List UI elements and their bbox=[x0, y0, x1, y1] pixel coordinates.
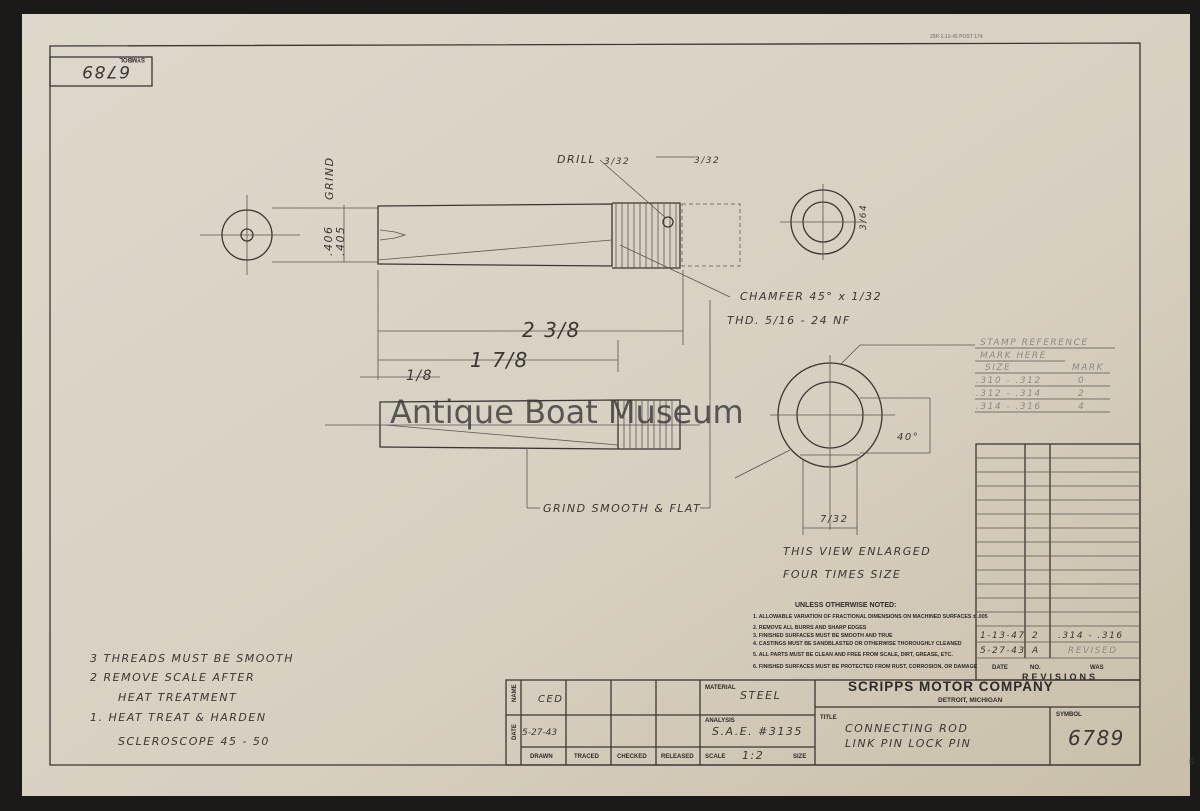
chamfer-label: CHAMFER 45° x 1/32 bbox=[740, 290, 882, 303]
symbol-box-label: SYMBOL bbox=[119, 56, 145, 62]
stamp-reference-table: STAMP REFERENCE MARK HERE SIZE MARK .310… bbox=[975, 338, 1115, 413]
paper bbox=[22, 14, 1190, 796]
symbol-box: 6789 SYMBOL bbox=[49, 56, 153, 87]
shop-notes-2: HEAT TREATMENT bbox=[118, 691, 237, 704]
stamp-reference-rows-0-0: .310 - .312 bbox=[976, 376, 1042, 386]
stamp-reference-rows-2-1: 4 bbox=[1078, 402, 1085, 412]
title-block-material-label: MATERIAL bbox=[705, 685, 736, 691]
enlarged-view bbox=[734, 344, 975, 535]
stamp-reference-rows-1-1: 2 bbox=[1078, 389, 1085, 399]
stamp-reference-rows-2-0: .314 - .316 bbox=[976, 402, 1042, 412]
flat-width: 7/32 bbox=[820, 514, 848, 525]
title-block-columns-3: RELEASED bbox=[661, 754, 694, 760]
title-block-columns-1: TRACED bbox=[574, 754, 600, 760]
thread-label: THD. 5/16 - 24 NF bbox=[727, 314, 851, 327]
side-view-bottom bbox=[325, 300, 711, 509]
stamp-reference-rows-0-1: 0 bbox=[1078, 376, 1085, 386]
general-notes-items-0: 1. ALLOWABLE VARIATION OF FRACTIONAL DIM… bbox=[753, 614, 988, 620]
grind-smooth-label: GRIND SMOOTH & FLAT bbox=[543, 502, 701, 515]
drill-label: DRILL bbox=[557, 153, 596, 166]
revisions-rows-0-1: 2 bbox=[1032, 631, 1039, 641]
revisions-headers-1: NO. bbox=[1030, 665, 1041, 671]
general-notes-items-3: 4. CASTINGS MUST BE SANDBLASTED OR OTHER… bbox=[753, 641, 962, 647]
general-notes-items-4: 5. ALL PARTS MUST BE CLEAN AND FREE FROM… bbox=[753, 652, 953, 658]
shop-notes-4: SCLEROSCOPE 45 - 50 bbox=[118, 735, 270, 748]
title-block-date-label: DATE bbox=[512, 724, 518, 740]
enlarged-note-1: THIS VIEW ENLARGED bbox=[783, 545, 931, 558]
stamp-reference-headers-1: MARK bbox=[1072, 363, 1104, 373]
top-stamp: 25R 2-13-45 POST 174 bbox=[930, 34, 983, 40]
stamp-reference-title: STAMP REFERENCE bbox=[980, 338, 1089, 348]
shop-notes-1: 2 REMOVE SCALE AFTER bbox=[90, 671, 255, 684]
title-block-columns-2: CHECKED bbox=[617, 754, 647, 760]
material-value: STEEL bbox=[740, 689, 781, 702]
general-notes-items-2: 3. FINISHED SURFACES MUST BE SMOOTH AND … bbox=[753, 633, 893, 639]
revisions-title: REVISIONS bbox=[1022, 672, 1098, 682]
revisions-rows-1-1: A bbox=[1031, 646, 1040, 656]
revisions-rows-1-2: REVISED bbox=[1068, 646, 1118, 656]
drawing-title-1: CONNECTING ROD bbox=[845, 722, 968, 735]
general-notes-items-1: 2. REMOVE ALL BURRS AND SHARP EDGES bbox=[753, 625, 867, 631]
length-short: 1/8 bbox=[406, 368, 433, 384]
title-block-scale-label: SCALE bbox=[705, 754, 725, 760]
symbol-box-value: 6789 bbox=[81, 61, 130, 81]
stamp-reference-rows-1-0: .312 - .314 bbox=[976, 389, 1042, 399]
enlarged-note-2: FOUR TIMES SIZE bbox=[783, 568, 901, 581]
scale-value: 1:2 bbox=[742, 749, 764, 762]
revisions-rows-0-0: 1-13-47 bbox=[980, 631, 1026, 641]
shop-notes: 3 THREADS MUST BE SMOOTH 2 REMOVE SCALE … bbox=[90, 652, 294, 748]
shop-notes-0: 3 THREADS MUST BE SMOOTH bbox=[90, 652, 294, 665]
right-fraction: 3/32 bbox=[694, 156, 720, 166]
revisions-rows-0-2: .314 - .316 bbox=[1058, 631, 1124, 641]
title-block-symbol-label: SYMBOL bbox=[1056, 712, 1082, 718]
revisions-headers-0: DATE bbox=[992, 665, 1008, 671]
title-block: NAME DATE CED 5-27-43 DRAWN TRACED CHECK… bbox=[505, 679, 1141, 766]
end-view bbox=[780, 184, 866, 260]
end-fraction: 3/64 bbox=[859, 204, 869, 230]
general-notes-title: UNLESS OTHERWISE NOTED: bbox=[795, 602, 896, 609]
grind-label: GRIND bbox=[323, 156, 336, 200]
general-notes: UNLESS OTHERWISE NOTED: 1. ALLOWABLE VAR… bbox=[753, 602, 988, 670]
drawn-date: 5-27-43 bbox=[522, 728, 557, 738]
revisions-table: 1-13-47 2 .314 - .316 5-27-43 A REVISED … bbox=[975, 443, 1141, 682]
diameter-min: .405 bbox=[334, 226, 347, 257]
drill-fraction: 3/32 bbox=[604, 157, 630, 167]
analysis-value: S.A.E. #3135 bbox=[712, 725, 803, 738]
angle-label: 40° bbox=[897, 432, 919, 443]
symbol-number: 6789 bbox=[1068, 726, 1125, 750]
stamp-reference-subtitle: MARK HERE bbox=[980, 351, 1047, 361]
side-view-top bbox=[200, 195, 741, 380]
shop-notes-3: 1. HEAT TREAT & HARDEN bbox=[90, 711, 267, 724]
drawing-title-2: LINK PIN LOCK PIN bbox=[845, 737, 971, 750]
company-location: DETROIT, MICHIGAN bbox=[938, 697, 1003, 704]
watermark: Antique Boat Museum bbox=[390, 393, 744, 431]
title-block-name-label: NAME bbox=[512, 684, 518, 702]
revisions-rows-1-0: 5-27-43 bbox=[980, 646, 1026, 656]
drawn-by-name: CED bbox=[538, 694, 564, 705]
title-block-columns-0: DRAWN bbox=[530, 754, 553, 760]
title-block-title-label: TITLE bbox=[820, 715, 837, 721]
general-notes-items-5: 6. FINISHED SURFACES MUST BE PROTECTED F… bbox=[753, 664, 978, 670]
stamp-reference-headers-0: SIZE bbox=[985, 363, 1011, 373]
length-total: 2 3/8 bbox=[522, 318, 581, 342]
title-block-size-label: SIZE bbox=[793, 754, 806, 760]
sheet-number: 5 bbox=[1189, 757, 1194, 767]
length-thread: 1 7/8 bbox=[470, 348, 529, 372]
company-name: SCRIPPS MOTOR COMPANY bbox=[848, 679, 1054, 694]
revisions-headers-2: WAS bbox=[1090, 665, 1104, 671]
title-block-analysis-label: ANALYSIS bbox=[705, 718, 735, 724]
diameter-max: .406 bbox=[322, 226, 335, 257]
